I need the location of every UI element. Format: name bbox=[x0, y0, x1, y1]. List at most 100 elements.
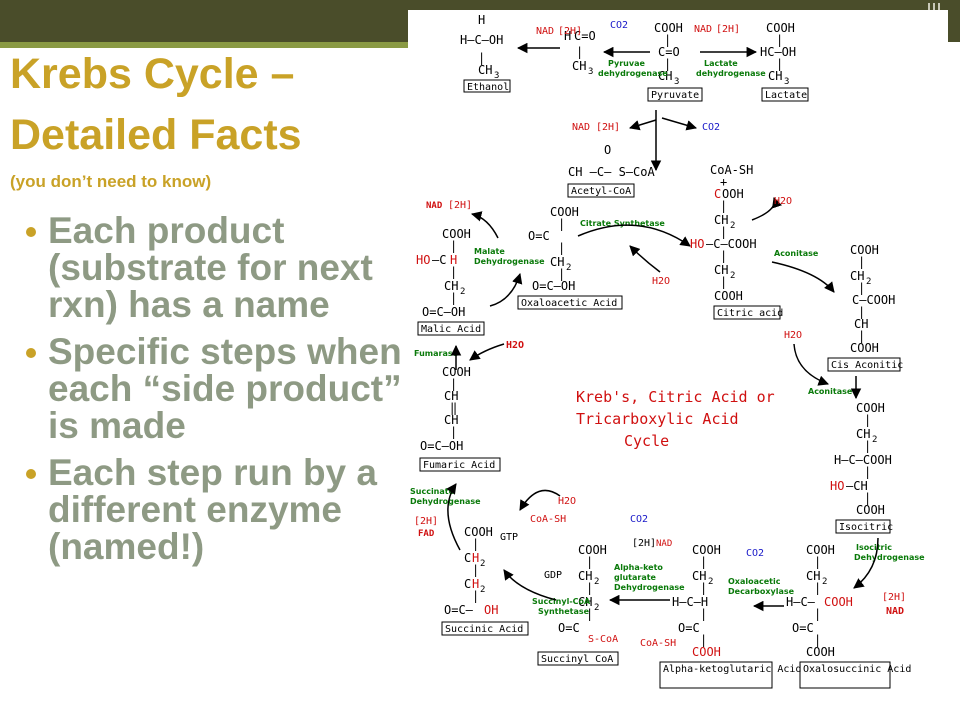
svg-text:|: | bbox=[720, 275, 727, 289]
acetyl-coa-structure: O CH —C— S—CoA Acetyl-CoA bbox=[567, 143, 655, 198]
malic-label: Malic Acid bbox=[421, 324, 481, 335]
svg-text:|: | bbox=[814, 607, 821, 621]
svg-text:|: | bbox=[700, 633, 707, 647]
nad-label: NAD bbox=[694, 24, 712, 35]
svg-text:COOH: COOH bbox=[850, 243, 879, 257]
lactate-dh-label-2: dehydrogenase bbox=[696, 69, 766, 78]
fumarase-label: Fumarase bbox=[414, 349, 459, 358]
pyruvate-dh-label-2: dehydrogenase bbox=[598, 69, 668, 78]
svg-text:O=C—OH: O=C—OH bbox=[420, 439, 463, 453]
svg-text:|: | bbox=[558, 217, 565, 231]
svg-text:|: | bbox=[450, 265, 457, 279]
arrow-nad-branch bbox=[628, 119, 657, 131]
arrow-to-oxaloacetic bbox=[489, 272, 523, 307]
svg-text:|: | bbox=[864, 413, 871, 427]
svg-text:|: | bbox=[586, 607, 593, 621]
svg-text:COOH: COOH bbox=[692, 645, 721, 659]
svg-text:CoA-SH: CoA-SH bbox=[710, 163, 753, 177]
svg-text:|: | bbox=[700, 607, 707, 621]
svg-text:CH: CH bbox=[444, 413, 458, 427]
svg-text:COOH: COOH bbox=[806, 645, 835, 659]
h2-label: [2H] bbox=[596, 122, 620, 133]
arrow-to-succinic bbox=[503, 569, 557, 601]
svg-text:3: 3 bbox=[674, 77, 679, 87]
svg-text:2: 2 bbox=[480, 559, 485, 569]
svg-text:|: | bbox=[864, 491, 871, 505]
co2-label: CO2 bbox=[630, 514, 648, 525]
arrow-nad-out bbox=[470, 211, 499, 239]
arrow-h2o-in-3 bbox=[519, 489, 561, 511]
slide-title: Krebs Cycle – Detailed Facts bbox=[10, 44, 390, 166]
svg-text:|: | bbox=[858, 281, 865, 295]
svg-text:OOH: OOH bbox=[722, 187, 744, 201]
svg-text:|: | bbox=[472, 563, 479, 577]
svg-text:H—C—H: H—C—H bbox=[672, 595, 708, 609]
svg-text:COOH: COOH bbox=[442, 227, 471, 241]
svg-text:H: H bbox=[472, 551, 479, 565]
citrate-synthetase-label: Citrate Synthetase bbox=[580, 219, 665, 228]
succinyl-coa-label: Succinyl CoA bbox=[541, 654, 613, 665]
svg-text:2: 2 bbox=[866, 277, 871, 287]
cycle-center-title: Kreb's, Citric Acid or Tricarboxylic Aci… bbox=[576, 388, 775, 450]
svg-text:COOH: COOH bbox=[464, 525, 493, 539]
svg-text:HC—OH: HC—OH bbox=[760, 45, 796, 59]
svg-text:|: | bbox=[814, 581, 821, 595]
svg-text:CH: CH bbox=[658, 69, 672, 83]
svg-text:COOH: COOH bbox=[578, 543, 607, 557]
malate-dh-label-2: Dehydrogenase bbox=[474, 257, 545, 266]
arrow-h2o-out bbox=[751, 197, 782, 221]
arrow-to-citric bbox=[577, 224, 691, 247]
succinyl-synthetase-label-2: Synthetase bbox=[538, 607, 590, 616]
svg-text:C=O: C=O bbox=[574, 29, 596, 43]
svg-text:|: | bbox=[450, 425, 457, 439]
alpha-keto-dh-label: Alpha-keto bbox=[614, 563, 663, 572]
svg-text:O=C: O=C bbox=[792, 621, 814, 635]
lactate-label: Lactate bbox=[765, 90, 807, 101]
center-title-line-2: Tricarboxylic Acid bbox=[576, 410, 739, 428]
svg-text:COOH: COOH bbox=[692, 543, 721, 557]
svg-text:C=O: C=O bbox=[658, 45, 680, 59]
svg-text:|: | bbox=[664, 33, 671, 47]
svg-text:CH —C— S—CoA: CH —C— S—CoA bbox=[568, 165, 655, 179]
svg-text:|: | bbox=[814, 555, 821, 569]
cis-aconitic-label: Cis Aconitic bbox=[831, 360, 903, 371]
center-title-line-1: Kreb's, Citric Acid or bbox=[576, 388, 775, 406]
oxaloacetic-label: Oxaloacetic Acid bbox=[521, 298, 617, 309]
svg-text:2: 2 bbox=[730, 221, 735, 231]
svg-text:CH: CH bbox=[578, 569, 592, 583]
svg-text:C: C bbox=[464, 577, 471, 591]
h2-label: [2H] bbox=[882, 592, 906, 603]
svg-text:COOH: COOH bbox=[714, 289, 743, 303]
aconitase-2-label: Aconitase bbox=[808, 387, 853, 396]
coash-label: CoA-SH bbox=[640, 638, 676, 649]
isocitric-label: Isocitric bbox=[839, 522, 893, 533]
svg-text:|: | bbox=[700, 581, 707, 595]
svg-text:COOH: COOH bbox=[824, 595, 853, 609]
oxalosuccinic-label: Oxalosuccinic Acid bbox=[803, 664, 911, 675]
svg-text:C: C bbox=[464, 551, 471, 565]
oxaloacetic-decarboxylase-label-2: Decarboxylase bbox=[728, 587, 795, 596]
svg-text:HO: HO bbox=[690, 237, 704, 251]
co2-label: CO2 bbox=[702, 122, 720, 133]
svg-text:CH: CH bbox=[850, 269, 864, 283]
svg-text:COOH: COOH bbox=[550, 205, 579, 219]
svg-text:CH: CH bbox=[578, 595, 592, 609]
h2-label: [2H] bbox=[632, 538, 656, 549]
isocitric-dh-label-2: Dehydrogenase bbox=[854, 553, 925, 562]
oxaloacetic-decarboxylase-label: Oxaloacetic bbox=[728, 577, 781, 586]
svg-text:|: | bbox=[814, 633, 821, 647]
svg-text:2: 2 bbox=[594, 603, 599, 613]
svg-text:|: | bbox=[858, 305, 865, 319]
svg-text:|: | bbox=[586, 581, 593, 595]
h2-label: [2H] bbox=[716, 24, 740, 35]
h2-label: [2H] bbox=[558, 26, 582, 37]
svg-text:2: 2 bbox=[822, 577, 827, 587]
svg-text:H: H bbox=[478, 13, 485, 27]
